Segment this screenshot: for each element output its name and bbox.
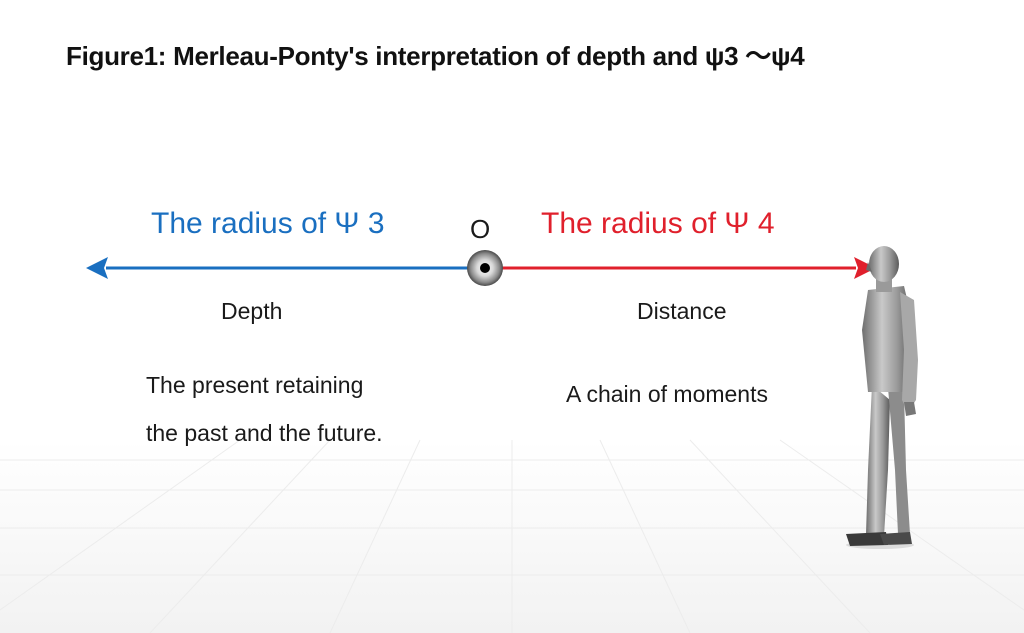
arrow-psi4-right	[492, 257, 876, 279]
human-figure-icon	[846, 246, 918, 549]
psi4-radius-label: The radius of Ψ 4	[541, 207, 775, 240]
distance-description: A chain of moments	[566, 381, 768, 407]
psi3-radius-label: The radius of Ψ 3	[151, 207, 385, 240]
depth-description-line2: the past and the future.	[146, 420, 383, 446]
origin-label: O	[470, 214, 491, 244]
distance-term: Distance	[637, 298, 727, 324]
arrow-psi3-left	[86, 257, 478, 279]
depth-description-line1: The present retaining	[146, 372, 364, 398]
page-title: Figure1: Merleau-Ponty's interpretation …	[66, 41, 805, 71]
eye-icon	[467, 250, 503, 286]
depth-term: Depth	[221, 298, 283, 324]
